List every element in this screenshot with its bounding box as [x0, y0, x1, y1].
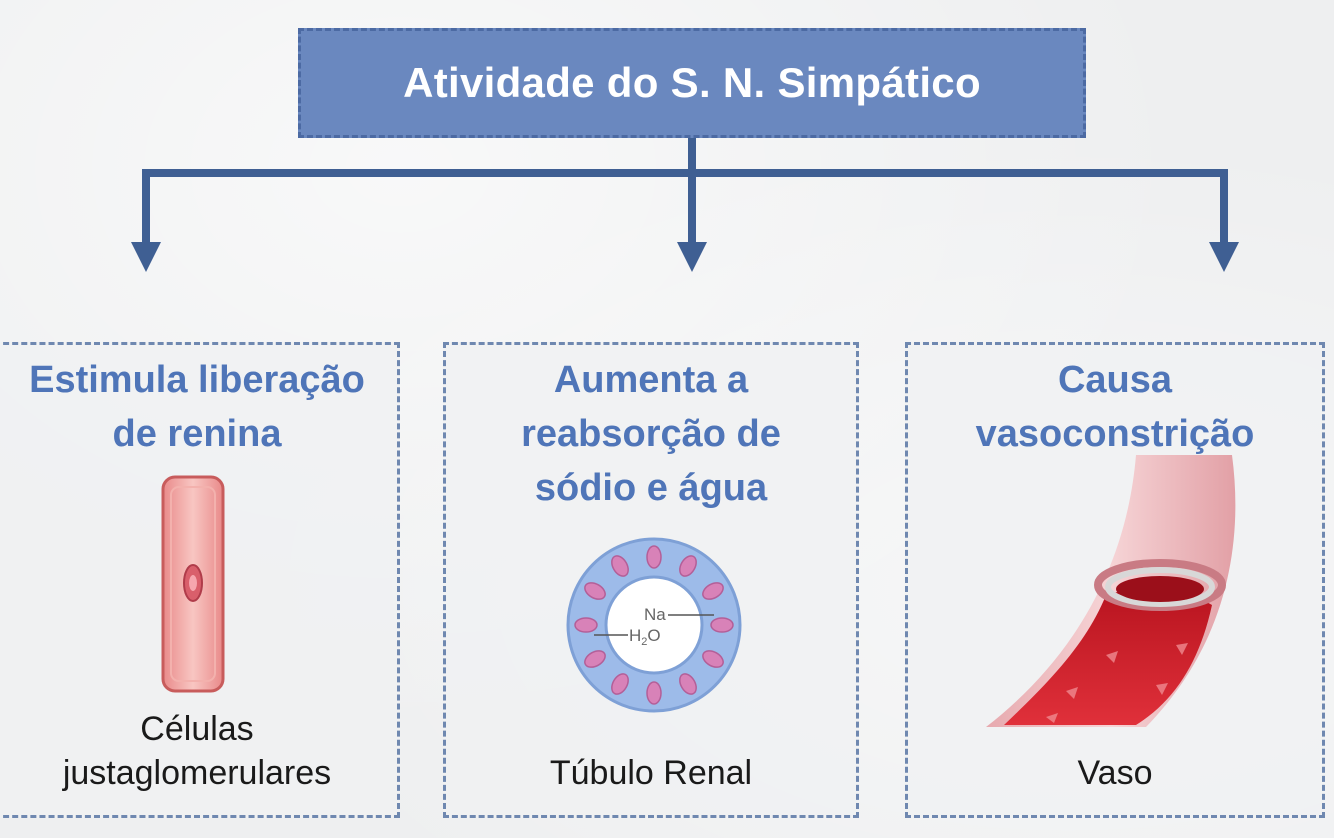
- heading-line: Aumenta a: [446, 353, 856, 407]
- panel-reabsorption: Aumenta a reabsorção de sódio e água Na …: [443, 342, 859, 818]
- caption-line: Vaso: [908, 751, 1322, 795]
- juxtaglomerular-cell-illustration: [157, 473, 229, 695]
- heading-line: vasoconstrição: [908, 407, 1322, 461]
- sodium-label: Na: [644, 605, 666, 624]
- caption: Células justaglomerulares: [0, 707, 397, 795]
- heading-line: reabsorção de: [446, 407, 856, 461]
- blood-vessel-illustration: [986, 455, 1248, 731]
- arrow-mid-head: [677, 242, 707, 272]
- caption-line: Túbulo Renal: [446, 751, 856, 795]
- diagram-title: Atividade do S. N. Simpático: [403, 59, 981, 107]
- panel-renin: Estimula liberação de renina Células jus…: [0, 342, 400, 818]
- title-box: Atividade do S. N. Simpático: [298, 28, 1086, 138]
- renal-tubule-illustration: Na H2O: [564, 535, 744, 715]
- arrow-right-head: [1209, 242, 1239, 272]
- caption: Túbulo Renal: [446, 751, 856, 795]
- caption-line: Células: [0, 707, 397, 751]
- panel-heading: Aumenta a reabsorção de sódio e água: [446, 353, 856, 515]
- heading-line: Causa: [908, 353, 1322, 407]
- caption: Vaso: [908, 751, 1322, 795]
- panel-heading: Estimula liberação de renina: [0, 353, 397, 461]
- heading-line: de renina: [0, 407, 397, 461]
- panel-vasoconstriction: Causa vasoconstrição: [905, 342, 1325, 818]
- heading-line: Estimula liberação: [0, 353, 397, 407]
- arrow-left-head: [131, 242, 161, 272]
- heading-line: sódio e água: [446, 461, 856, 515]
- caption-line: justaglomerulares: [0, 751, 397, 795]
- panel-heading: Causa vasoconstrição: [908, 353, 1322, 461]
